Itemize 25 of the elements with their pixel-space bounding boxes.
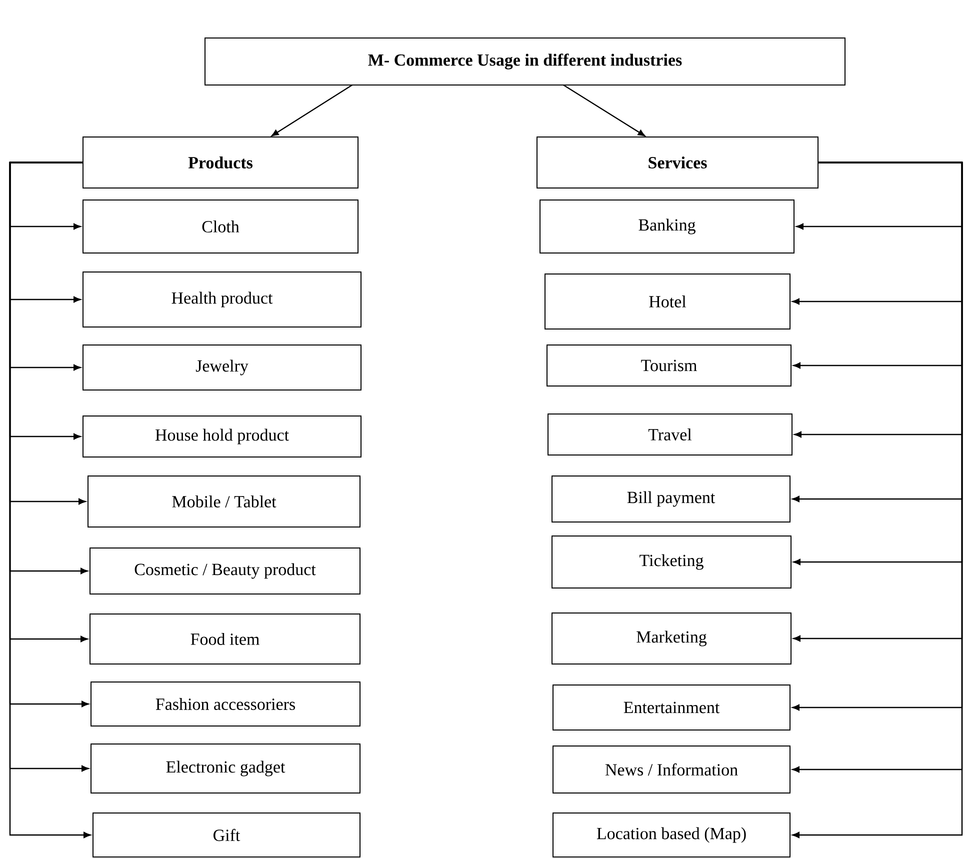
- item-box: House hold product: [82, 416, 362, 458]
- item-box: Tourism: [546, 344, 792, 386]
- item-box: Food item: [90, 614, 360, 664]
- item-box: Hotel: [544, 274, 790, 330]
- item-box: Cosmetic / Beauty product: [90, 548, 360, 594]
- item-box: Gift: [92, 812, 360, 858]
- item-box: Jewelry: [82, 344, 362, 390]
- item-box: Travel: [548, 414, 792, 456]
- item-box: Fashion accessoriers: [90, 682, 360, 726]
- item-box: Marketing: [552, 612, 792, 664]
- item-box: Banking: [540, 200, 794, 254]
- item-box: Cloth: [82, 200, 358, 254]
- title-box: M- Commerce Usage in different industries: [204, 38, 846, 86]
- item-box: Bill payment: [552, 476, 790, 522]
- category-box: Products: [82, 136, 358, 188]
- item-box: Electronic gadget: [90, 744, 360, 794]
- item-box: Mobile / Tablet: [88, 476, 360, 528]
- arrow: [271, 84, 353, 136]
- category-box: Services: [536, 136, 818, 188]
- arrow: [563, 84, 646, 136]
- item-box: Location based (Map): [552, 812, 790, 858]
- item-box: Entertainment: [552, 684, 790, 730]
- item-box: Health product: [82, 272, 362, 328]
- item-box: Ticketing: [552, 536, 792, 588]
- item-box: News / Information: [552, 746, 790, 794]
